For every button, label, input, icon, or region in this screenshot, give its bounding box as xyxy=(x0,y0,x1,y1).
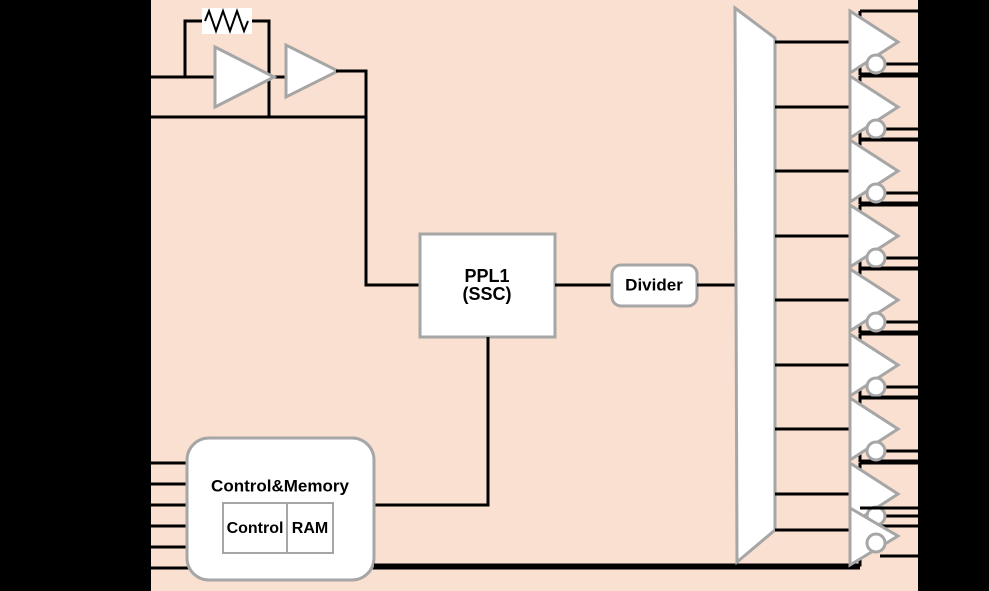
buffer-1-inverting-bubble-icon xyxy=(865,53,887,75)
feedback-right-leg xyxy=(249,19,271,117)
buffer-5-inverting-bubble-icon xyxy=(865,311,887,333)
buffer-3-inverting-bubble-icon xyxy=(865,182,887,204)
control-to-last-buffer-wire xyxy=(374,538,862,567)
feedback-left-leg xyxy=(183,19,205,77)
pll-to-control-wire xyxy=(374,337,490,507)
output-buffer-4[interactable] xyxy=(848,202,918,270)
oscillator-amp-1-icon xyxy=(213,44,278,110)
divider-block[interactable]: Divider xyxy=(610,263,699,308)
clock-distribution-bus-icon[interactable] xyxy=(733,4,777,566)
pll-block[interactable]: PPL1 (SSC) xyxy=(418,232,557,339)
divider-label: Divider xyxy=(625,275,683,294)
pll-label-line2: (SSC) xyxy=(463,284,512,304)
oscillator-amp-2-icon xyxy=(284,42,342,100)
output-buffer-5[interactable] xyxy=(848,266,918,334)
output-buffer-6[interactable] xyxy=(848,331,918,399)
control-sub-block-rect[interactable] xyxy=(222,502,288,554)
output-buffer-3[interactable] xyxy=(848,137,918,205)
control-sub-block-label: Control xyxy=(227,520,284,537)
output-buffer-9[interactable] xyxy=(848,505,918,568)
control-memory-label: Control&Memory xyxy=(211,476,349,495)
output-buffer-1[interactable] xyxy=(848,8,918,76)
pll-label-line1: PPL1 xyxy=(464,266,509,286)
control-memory-block[interactable]: Control&Memory Control RAM xyxy=(185,436,376,582)
ram-sub-block-rect[interactable] xyxy=(286,502,334,554)
ram-sub-block-label: RAM xyxy=(292,520,328,537)
oscillator-amplifiers xyxy=(213,42,420,287)
distribution-output-wires xyxy=(775,40,850,532)
osc-to-pll-wire xyxy=(336,69,420,287)
buffer-9-inverting-bubble-icon xyxy=(865,532,887,554)
output-buffer-stages xyxy=(848,8,918,568)
buffer-7-inverting-bubble-icon xyxy=(865,440,887,462)
buffer-2-inverting-bubble-icon xyxy=(865,118,887,140)
resistor-zigzag-icon xyxy=(204,7,249,35)
oscillator-feedback-network xyxy=(183,7,271,117)
buffer-4-inverting-bubble-icon xyxy=(865,247,887,269)
output-buffer-7[interactable] xyxy=(848,395,918,463)
buffer-6-inverting-bubble-icon xyxy=(865,376,887,398)
output-buffer-2[interactable] xyxy=(848,73,918,141)
